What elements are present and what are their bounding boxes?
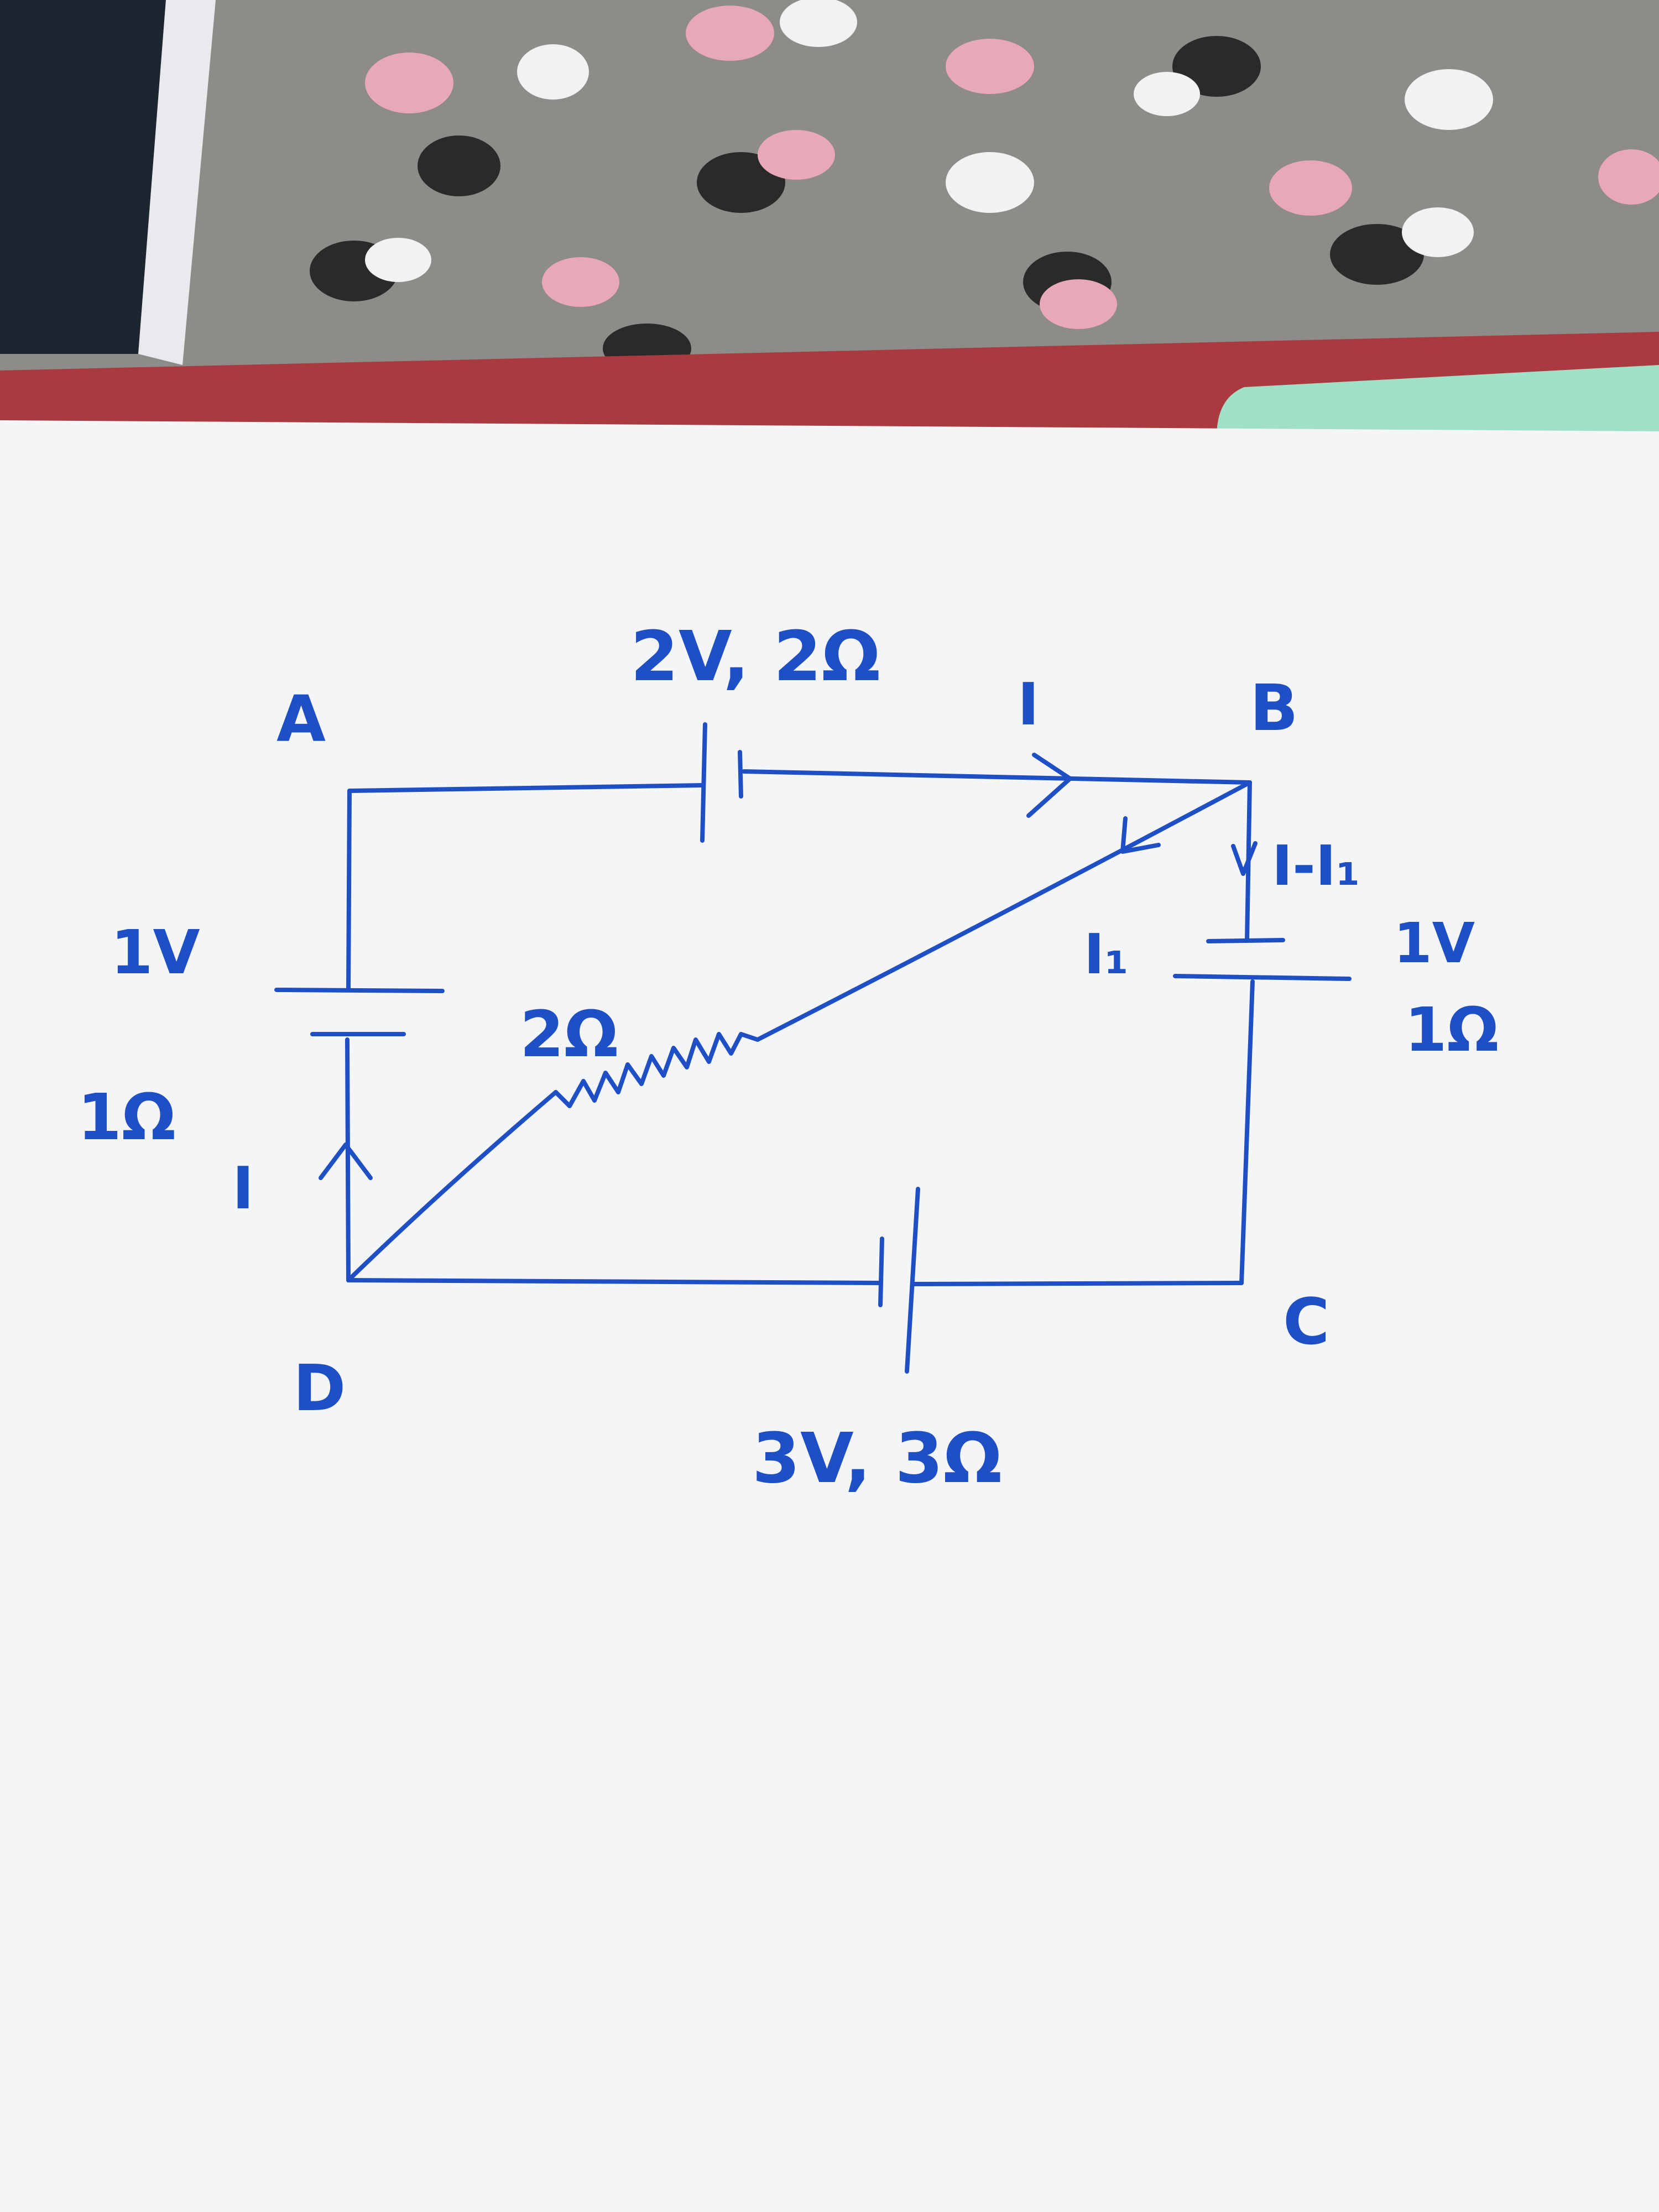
label-bd-resistance: 2Ω — [520, 998, 618, 1072]
fabric-background — [0, 0, 1659, 398]
cell-ab-short-plate — [738, 750, 743, 799]
node-label-b: B — [1250, 671, 1298, 745]
cover-green-tab — [1217, 365, 1659, 437]
label-dc-emf: 3V, 3Ω — [752, 1418, 1002, 1499]
cell-da-long-plate — [274, 988, 445, 993]
wire-right-lower — [1239, 979, 1255, 1285]
circuit-diagram — [274, 722, 1352, 1374]
cell-ab-long-plate — [700, 722, 707, 843]
cell-bc-short-plate — [1206, 938, 1285, 943]
label-da-current: I — [232, 1155, 254, 1222]
wire-left-lower — [345, 1037, 351, 1282]
device-corner — [0, 0, 216, 365]
wire-top-right — [742, 769, 1252, 785]
label-bc-current: I-I₁ — [1272, 833, 1360, 898]
wire-a-top — [347, 783, 705, 793]
current-arrow-ab — [1026, 753, 1072, 818]
wire-diagonal-lower — [346, 1090, 558, 1282]
node-label-d: D — [293, 1352, 346, 1426]
current-arrow-da — [319, 1142, 373, 1180]
wire-bottom-left — [346, 1278, 881, 1285]
current-arrow-bd — [1120, 816, 1161, 854]
label-ab-current: I — [1018, 671, 1039, 738]
label-ab-emf: 2V, 2Ω — [630, 617, 880, 697]
wire-bottom-right — [910, 1281, 1244, 1286]
node-label-a: A — [276, 682, 326, 757]
label-bc-emf: 1V — [1394, 911, 1475, 975]
label-da-resistance: 1Ω — [77, 1081, 176, 1155]
cell-dc-long-plate — [905, 1187, 920, 1374]
resistor-2ohm-zigzag — [554, 1032, 760, 1108]
label-da-emf: 1V — [111, 917, 200, 988]
current-arrow-bc — [1231, 841, 1258, 876]
wire-left-upper — [346, 789, 352, 992]
label-bd-current: I₁ — [1084, 922, 1129, 987]
label-bc-resistance: 1Ω — [1405, 994, 1499, 1065]
cell-dc-short-plate — [878, 1237, 884, 1307]
node-label-c: C — [1283, 1285, 1329, 1359]
wire-diagonal-upper — [755, 780, 1252, 1042]
cell-bc-long-plate — [1173, 974, 1352, 981]
